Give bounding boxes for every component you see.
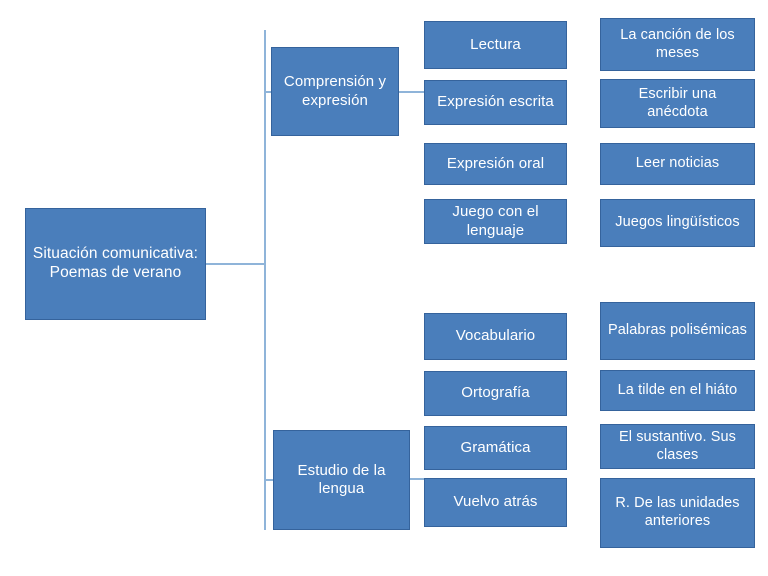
connector-trunk-to-comprension <box>264 91 272 93</box>
node-topic-ortografia[interactable]: Ortografía <box>424 371 567 416</box>
node-branch-estudio-lengua[interactable]: Estudio de la lengua <box>273 430 410 530</box>
node-topic-vocabulario[interactable]: Vocabulario <box>424 313 567 360</box>
node-topic-expresion-oral[interactable]: Expresión oral <box>424 143 567 185</box>
connector-estudio-to-topics <box>410 478 425 480</box>
connector-comprension-to-topics <box>399 91 425 93</box>
node-topic-juego-lenguaje[interactable]: Juego con el lenguaje <box>424 199 567 244</box>
node-detail-sustantivo-clases[interactable]: El sustantivo. Sus clases <box>600 424 755 469</box>
node-detail-leer-noticias[interactable]: Leer noticias <box>600 143 755 185</box>
node-detail-escribir-anecdota[interactable]: Escribir una anécdota <box>600 79 755 128</box>
node-detail-juegos-linguisticos[interactable]: Juegos lingüísticos <box>600 199 755 247</box>
node-topic-expresion-escrita[interactable]: Expresión escrita <box>424 80 567 125</box>
node-detail-palabras-polisemicas[interactable]: Palabras polisémicas <box>600 302 755 360</box>
connector-trunk-vertical <box>264 30 266 530</box>
connector-root-to-trunk <box>206 263 265 265</box>
node-topic-lectura[interactable]: Lectura <box>424 21 567 69</box>
node-detail-repaso-unidades[interactable]: R. De las unidades anteriores <box>600 478 755 548</box>
node-detail-cancion-meses[interactable]: La canción de los meses <box>600 18 755 71</box>
node-topic-gramatica[interactable]: Gramática <box>424 426 567 470</box>
connector-trunk-to-estudio <box>264 479 274 481</box>
node-detail-tilde-hiato[interactable]: La tilde en el hiáto <box>600 370 755 411</box>
node-branch-comprension[interactable]: Comprensión y expresión <box>271 47 399 136</box>
node-topic-vuelvo-atras[interactable]: Vuelvo atrás <box>424 478 567 527</box>
node-root[interactable]: Situación comunicativa: Poemas de verano <box>25 208 206 320</box>
